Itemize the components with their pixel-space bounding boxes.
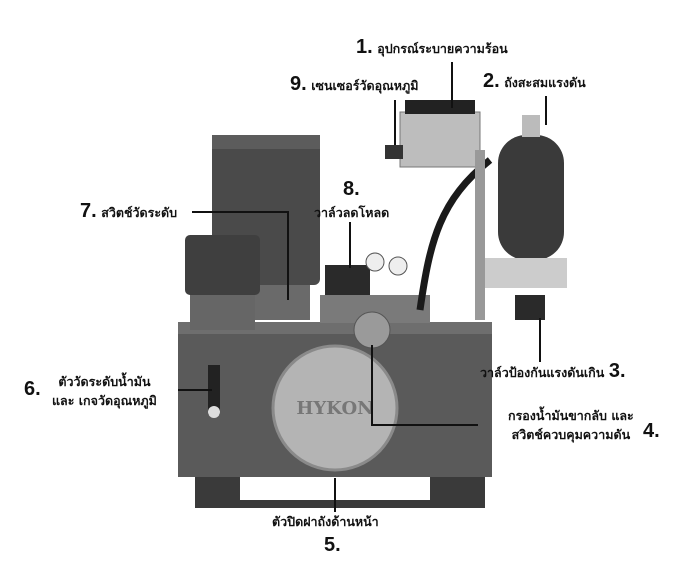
label-9: 9. เซนเซอร์วัดอุณหภูมิ — [290, 73, 419, 95]
small-motor — [185, 235, 260, 295]
leader-7 — [192, 211, 289, 300]
pressure-gauge-1 — [365, 252, 385, 272]
small-motor-mount — [190, 295, 255, 330]
logo-hykon: HYKON — [296, 398, 373, 419]
accumulator-valve — [522, 115, 540, 137]
label-8: วาล์วลดโหลด — [314, 205, 390, 220]
leader-lines — [178, 62, 547, 512]
label-4-number: 4. — [643, 420, 660, 442]
label-6-number: 6. — [24, 378, 41, 400]
label-7: 7. สวิตช์วัดระดับ — [80, 200, 178, 222]
label-6: ตัววัดระดับน้ำมันและ เกจวัดอุณหภูมิ — [52, 374, 157, 408]
accumulator-base — [485, 258, 567, 288]
oil-level-gauge — [208, 365, 220, 415]
accumulator — [498, 135, 564, 260]
cooler — [399, 111, 481, 168]
tank-lid — [178, 322, 492, 334]
unload-valve — [325, 265, 370, 300]
relief-valve — [515, 295, 545, 320]
label-5: ตัวปิดฝาถังด้านหน้า — [272, 514, 379, 529]
accumulator-bracket — [475, 150, 485, 320]
cooler-fan — [405, 100, 475, 114]
label-4: กรองน้ำมันขากลับ และสวิตช์ควบคุมความดัน — [508, 408, 634, 442]
temperature-gauge — [208, 406, 220, 418]
return-filter — [353, 311, 391, 349]
label-5-number: 5. — [324, 534, 341, 556]
pressure-gauge-2 — [388, 256, 408, 276]
label-8-number: 8. — [343, 178, 360, 200]
temperature-sensor — [385, 145, 403, 159]
label-1: 1. อุปกรณ์ระบายความร้อน — [356, 36, 508, 58]
hydraulic-hose — [416, 157, 493, 311]
label-2: 2. ถังสะสมแรงดัน — [483, 70, 586, 92]
motor-cap — [212, 135, 320, 149]
front-cover-plate — [271, 344, 399, 472]
leader-4 — [371, 345, 478, 426]
label-3: วาล์วป้องกันแรงดันเกิน 3. — [480, 360, 626, 382]
